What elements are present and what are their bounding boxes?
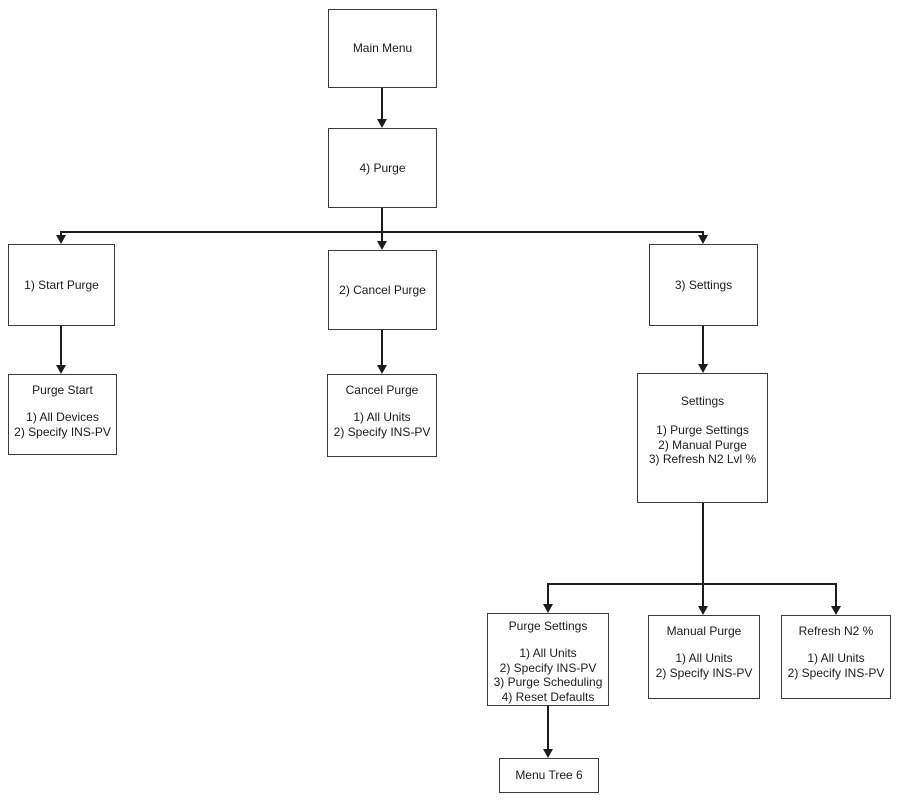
connector-drop-cancel-purge bbox=[381, 231, 383, 242]
connector-menu-tree-6 bbox=[547, 706, 549, 750]
connector-branch-bar-2 bbox=[547, 583, 837, 585]
connector-start-purge-menu bbox=[60, 326, 62, 366]
node-cancel-purge: 2) Cancel Purge bbox=[328, 250, 437, 330]
node-cancel-purge-menu-items: 1) All Units 2) Specify INS-PV bbox=[328, 410, 436, 439]
node-cancel-purge-label: 2) Cancel Purge bbox=[339, 282, 426, 297]
menu-item: 1) All Units bbox=[353, 410, 411, 424]
connector-drop-purge-settings bbox=[547, 583, 549, 605]
node-settings-label: 3) Settings bbox=[674, 277, 733, 292]
node-cancel-purge-menu: Cancel Purge 1) All Units 2) Specify INS… bbox=[327, 374, 437, 457]
connector-drop-settings bbox=[702, 231, 704, 236]
menu-item: 2) Manual Purge bbox=[658, 437, 747, 452]
node-purge-settings-menu-title: Purge Settings bbox=[508, 619, 588, 633]
arrowhead-cancel-purge-menu bbox=[377, 365, 387, 374]
arrowhead-purge-settings-menu bbox=[543, 604, 553, 613]
connector-main-menu-purge bbox=[381, 88, 383, 120]
menu-item: 2) Specify INS-PV bbox=[333, 424, 431, 439]
node-start-purge: 1) Start Purge bbox=[8, 244, 115, 326]
node-start-purge-label: 1) Start Purge bbox=[24, 277, 99, 292]
menu-item: 2) Specify INS-PV bbox=[655, 665, 753, 680]
connector-settings-menu bbox=[702, 326, 704, 365]
node-manual-purge-menu-items: 1) All Units 2) Specify INS-PV bbox=[649, 651, 759, 680]
node-manual-purge-menu: Manual Purge 1) All Units 2) Specify INS… bbox=[648, 615, 760, 699]
menu-item: 2) Specify INS-PV bbox=[499, 660, 597, 675]
menu-item: 1) All Units bbox=[519, 646, 577, 660]
menu-item: 2) Specify INS-PV bbox=[14, 424, 111, 439]
node-settings-menu-title: Settings bbox=[680, 394, 725, 408]
node-purge: 4) Purge bbox=[328, 128, 437, 208]
arrowhead-refresh-n2-menu bbox=[831, 606, 841, 615]
node-purge-start-menu-title: Purge Start bbox=[32, 383, 93, 397]
connector-drop-refresh-n2 bbox=[835, 583, 837, 607]
menu-item: 1) All Units bbox=[807, 651, 865, 665]
node-purge-settings-menu-items: 1) All Units 2) Specify INS-PV 3) Purge … bbox=[488, 646, 608, 704]
node-refresh-n2-menu-title: Refresh N2 % bbox=[798, 624, 874, 638]
connector-purge-stem bbox=[381, 208, 383, 232]
arrowhead-menu-tree-6 bbox=[543, 749, 553, 758]
node-refresh-n2-menu: Refresh N2 % 1) All Units 2) Specify INS… bbox=[781, 615, 891, 699]
menu-item: 3) Purge Scheduling bbox=[493, 675, 603, 689]
node-menu-tree-6: Menu Tree 6 bbox=[499, 758, 599, 793]
node-purge-label: 4) Purge bbox=[359, 160, 406, 175]
menu-item: 3) Refresh N2 Lvl % bbox=[648, 452, 757, 466]
node-purge-settings-menu: Purge Settings 1) All Units 2) Specify I… bbox=[487, 613, 609, 706]
node-settings-menu: Settings 1) Purge Settings 2) Manual Pur… bbox=[637, 373, 768, 503]
node-cancel-purge-menu-title: Cancel Purge bbox=[345, 383, 419, 397]
node-purge-start-menu-items: 1) All Devices 2) Specify INS-PV bbox=[9, 410, 116, 439]
menu-item: 1) All Units bbox=[675, 651, 733, 665]
arrowhead-start-purge bbox=[56, 235, 66, 244]
node-main-menu-label: Main Menu bbox=[352, 41, 413, 55]
arrowhead-purge-start-menu bbox=[56, 365, 66, 374]
menu-item: 1) All Devices bbox=[26, 410, 99, 424]
node-manual-purge-menu-title: Manual Purge bbox=[666, 624, 742, 638]
node-purge-start-menu: Purge Start 1) All Devices 2) Specify IN… bbox=[8, 374, 117, 455]
connector-drop-manual-purge bbox=[702, 583, 704, 607]
menu-item: 2) Specify INS-PV bbox=[787, 665, 885, 680]
connector-cancel-purge-menu bbox=[381, 330, 383, 366]
node-main-menu: Main Menu bbox=[328, 9, 437, 88]
connector-settings-menu-stem bbox=[702, 503, 704, 584]
node-settings-menu-items: 1) Purge Settings 2) Manual Purge 3) Ref… bbox=[638, 423, 767, 467]
arrowhead-manual-purge-menu bbox=[698, 606, 708, 615]
node-refresh-n2-menu-items: 1) All Units 2) Specify INS-PV bbox=[782, 651, 890, 680]
menu-item: 4) Reset Defaults bbox=[501, 689, 595, 704]
node-settings: 3) Settings bbox=[649, 244, 758, 326]
arrowhead-cancel-purge bbox=[377, 241, 387, 250]
arrowhead-settings-menu bbox=[698, 364, 708, 373]
arrowhead-settings bbox=[698, 235, 708, 244]
arrowhead-purge bbox=[377, 119, 387, 128]
menu-item: 1) Purge Settings bbox=[656, 423, 749, 437]
node-menu-tree-6-label: Menu Tree 6 bbox=[515, 768, 583, 782]
connector-drop-start-purge bbox=[60, 231, 62, 236]
